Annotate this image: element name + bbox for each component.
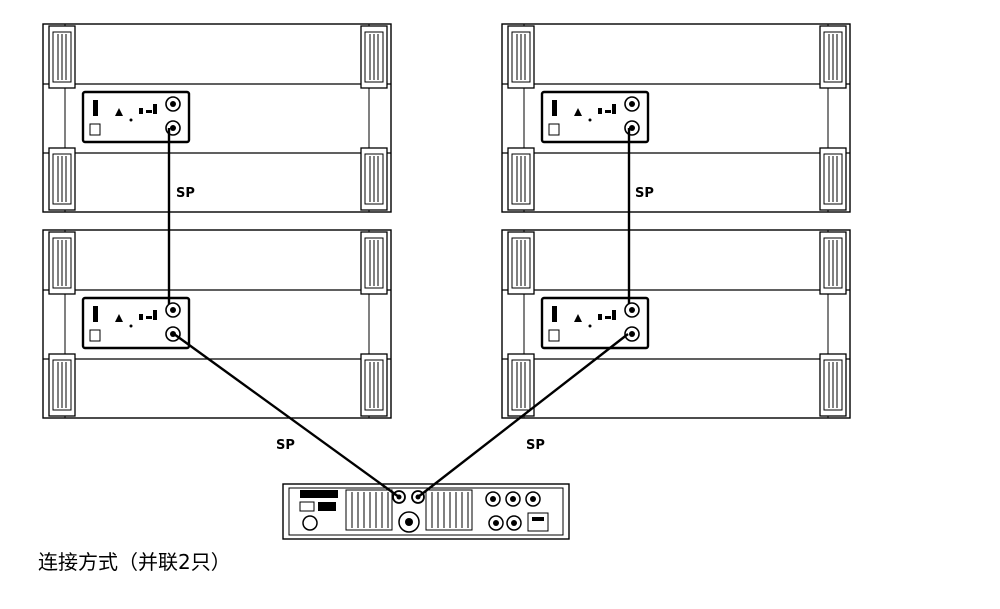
cable-right-to-amplifier [417,333,629,498]
diagram-caption: 连接方式（并联2只） [38,550,231,574]
power-amplifier [282,483,570,540]
cable-label-right-bottom: SP [526,438,545,453]
speaker-left-bottom [43,230,391,418]
cable-left-to-amplifier [173,333,400,498]
cable-label-left-bottom: SP [276,438,295,453]
cable-label-right-top: SP [635,186,654,201]
speaker-left-top [43,24,391,212]
speaker-right-top [502,24,850,212]
cable-label-left-top: SP [176,186,195,201]
